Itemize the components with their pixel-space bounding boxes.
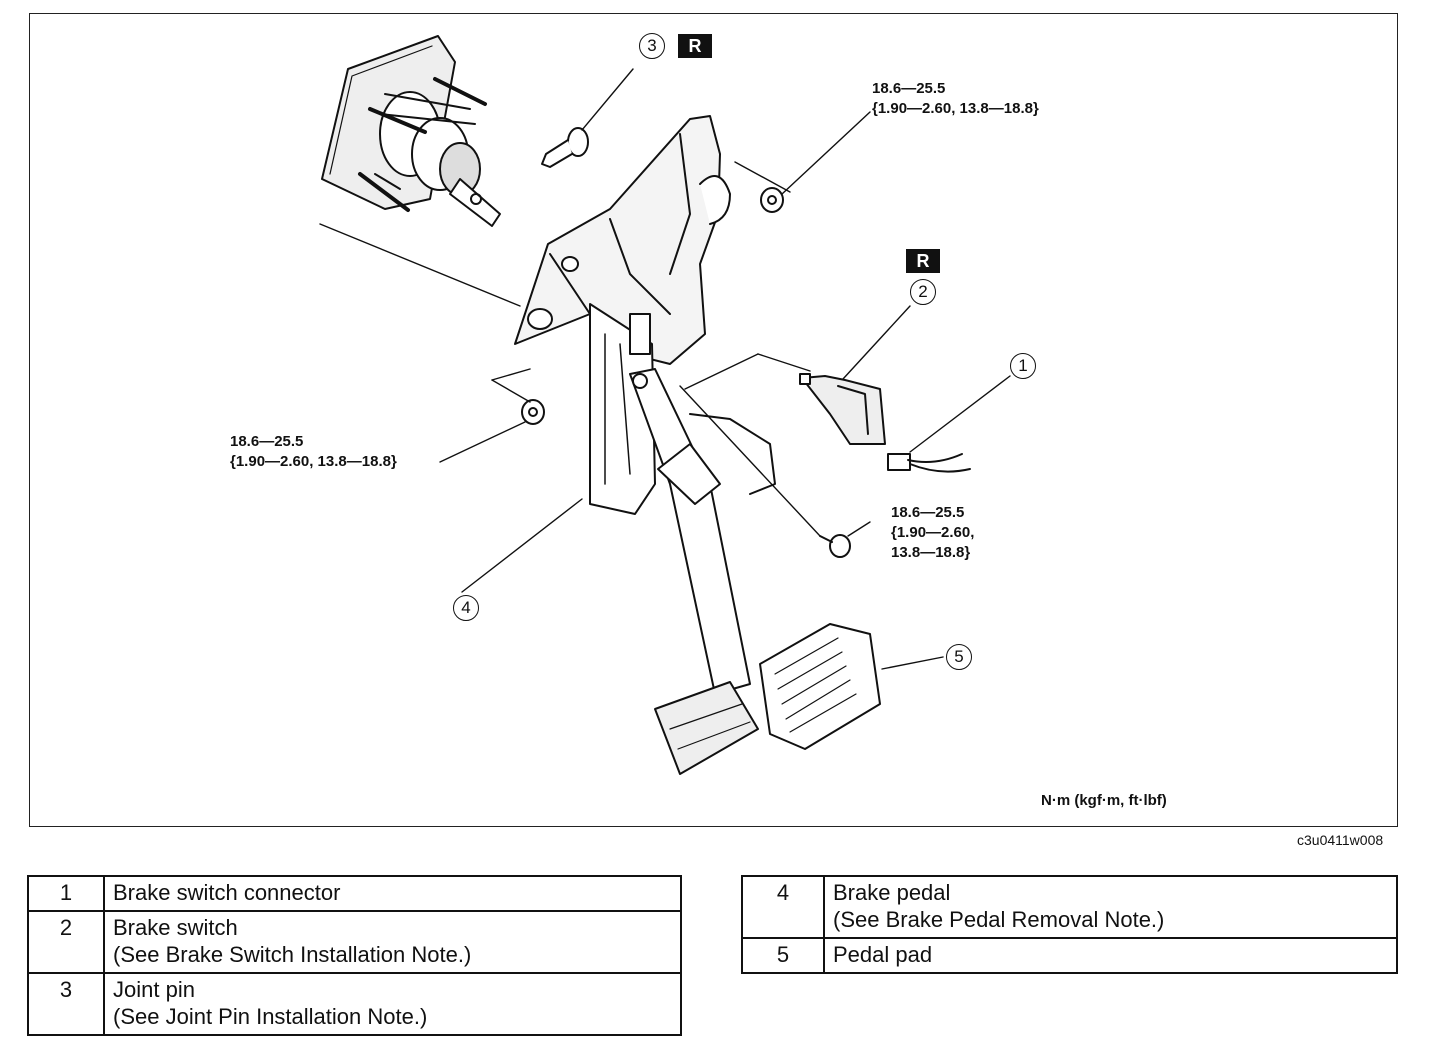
legend-part-note: (See Brake Switch Installation Note.) — [113, 942, 472, 967]
torque-value: 18.6—25.5 — [230, 433, 304, 450]
replace-badge-brake-switch: R — [906, 249, 940, 273]
legend-description: Brake pedal (See Brake Pedal Removal Not… — [823, 875, 1398, 939]
torque-conversion: {1.90—2.60, 13.8—18.8} — [872, 100, 1039, 117]
bracket-nut-upper — [760, 187, 784, 213]
torque-spec-top-right: 18.6—25.5 {1.90—2.60, 13.8—18.8} — [872, 79, 1039, 119]
torque-conversion: {1.90—2.60, — [891, 524, 975, 541]
legend-part-name: Joint pin — [113, 977, 195, 1002]
legend-number: 3 — [27, 972, 105, 1036]
unit-label: N·m (kgf·m, ft·lbf) — [1041, 792, 1167, 809]
pedal-bolt — [819, 534, 851, 558]
callout-2: 2 — [910, 279, 936, 305]
torque-conversion-cont: 13.8—18.8} — [891, 544, 971, 561]
replace-badge-joint-pin: R — [678, 34, 712, 58]
legend-number: 1 — [27, 875, 105, 912]
table-row: 2 Brake switch (See Brake Switch Install… — [27, 910, 682, 974]
callout-5: 5 — [946, 644, 972, 670]
pedal-arm — [629, 368, 776, 775]
table-row: 1 Brake switch connector — [27, 875, 682, 912]
figure-code: c3u0411w008 — [1297, 832, 1384, 848]
pedal-bracket — [514, 115, 731, 515]
torque-spec-left: 18.6—25.5 {1.90—2.60, 13.8—18.8} — [230, 432, 397, 472]
brake-pedal-exploded-view — [319, 35, 1011, 775]
legend-part-name: Brake pedal — [833, 880, 951, 905]
diagram-frame: 3 R 2 R 1 4 5 18.6—25.5 {1.90—2.60, 13.8… — [29, 13, 1398, 827]
legend-part-name: Pedal pad — [833, 942, 933, 967]
torque-value: 18.6—25.5 — [891, 504, 965, 521]
leader-lines — [319, 68, 1011, 670]
table-row: 5 Pedal pad — [741, 937, 1398, 974]
legend-table-right: 4 Brake pedal (See Brake Pedal Removal N… — [741, 875, 1398, 974]
legend-number: 2 — [27, 910, 105, 974]
torque-spec-bottom-right: 18.6—25.5 {1.90—2.60, 13.8—18.8} — [891, 503, 974, 563]
legend-part-note: (See Joint Pin Installation Note.) — [113, 1004, 428, 1029]
legend-description: Joint pin (See Joint Pin Installation No… — [103, 972, 682, 1036]
joint-pin — [541, 127, 589, 168]
table-row: 3 Joint pin (See Joint Pin Installation … — [27, 972, 682, 1036]
torque-value: 18.6—25.5 — [872, 80, 946, 97]
callout-4: 4 — [453, 595, 479, 621]
brake-switch-connector — [887, 453, 971, 473]
torque-conversion: {1.90—2.60, 13.8—18.8} — [230, 453, 397, 470]
brake-switch — [799, 373, 886, 445]
callout-3: 3 — [639, 33, 665, 59]
legend-description: Pedal pad — [823, 937, 1398, 974]
legend-description: Brake switch connector — [103, 875, 682, 912]
legend-number: 5 — [741, 937, 825, 974]
legend-part-name: Brake switch — [113, 915, 238, 940]
legend-description: Brake switch (See Brake Switch Installat… — [103, 910, 682, 974]
pedal-pad — [759, 623, 881, 750]
booster-mount — [321, 35, 501, 227]
table-row: 4 Brake pedal (See Brake Pedal Removal N… — [741, 875, 1398, 939]
bracket-nut-lower — [521, 399, 545, 425]
legend-part-name: Brake switch connector — [113, 880, 341, 905]
legend-number: 4 — [741, 875, 825, 939]
legend-table-left: 1 Brake switch connector 2 Brake switch … — [27, 875, 682, 1036]
legend-part-note: (See Brake Pedal Removal Note.) — [833, 907, 1165, 932]
callout-1: 1 — [1010, 353, 1036, 379]
